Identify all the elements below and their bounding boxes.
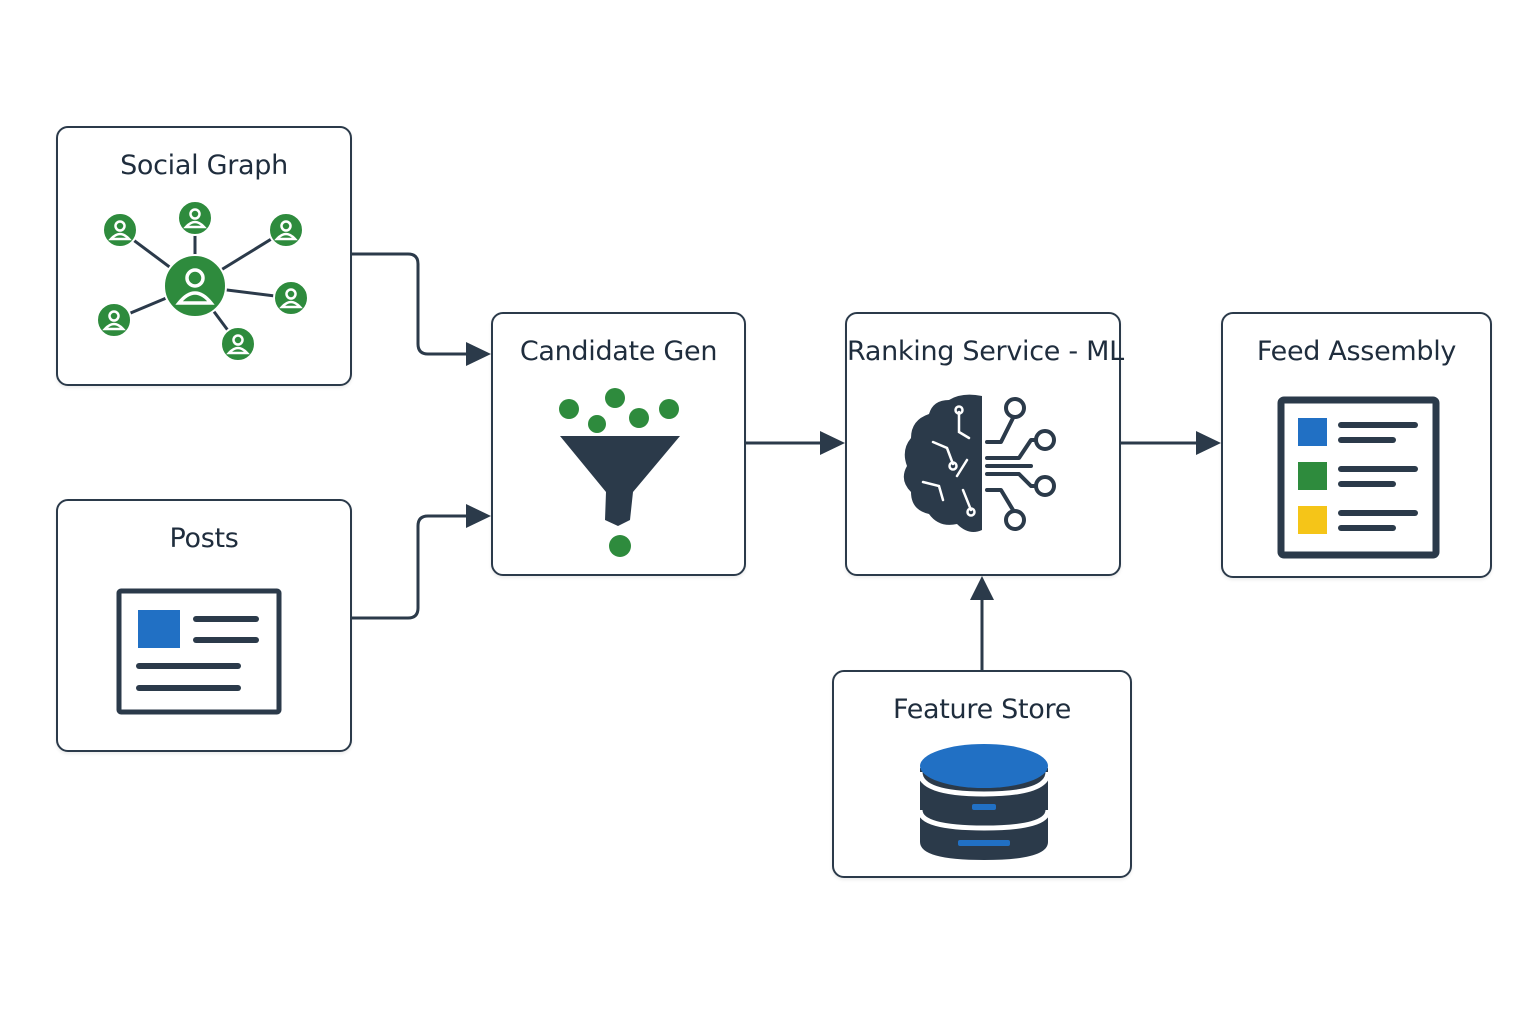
node-title: Social Graph — [120, 150, 288, 181]
node-social-graph[interactable]: Social Graph — [56, 126, 352, 386]
network-icon — [96, 200, 309, 362]
node-title: Feature Store — [892, 694, 1072, 725]
arrowhead — [1196, 431, 1221, 455]
arrowhead — [970, 576, 994, 600]
node-feature-store[interactable]: Feature Store — [832, 670, 1132, 878]
node-posts[interactable]: Posts — [56, 499, 352, 752]
edge-posts-to-candidate-gen — [352, 514, 476, 620]
database-icon — [917, 744, 1051, 860]
funnel-icon — [559, 388, 680, 557]
document-icon — [116, 588, 282, 715]
node-ranking-service[interactable]: Ranking Service - ML — [845, 312, 1124, 576]
node-candidate-gen[interactable]: Candidate Gen — [491, 312, 746, 576]
arrowhead — [466, 504, 491, 528]
feed-list-icon — [1277, 396, 1440, 559]
node-title: Candidate Gen — [519, 336, 718, 367]
arrowhead — [820, 431, 845, 455]
brain-circuit-icon — [903, 394, 1056, 532]
node-title: Ranking Service - ML — [847, 336, 1124, 367]
node-title: Feed Assembly — [1256, 336, 1457, 367]
arrowhead — [466, 342, 491, 366]
edge-social-graph-to-candidate-gen — [352, 252, 476, 356]
node-title: Posts — [169, 523, 239, 554]
node-feed-assembly[interactable]: Feed Assembly — [1221, 312, 1492, 578]
